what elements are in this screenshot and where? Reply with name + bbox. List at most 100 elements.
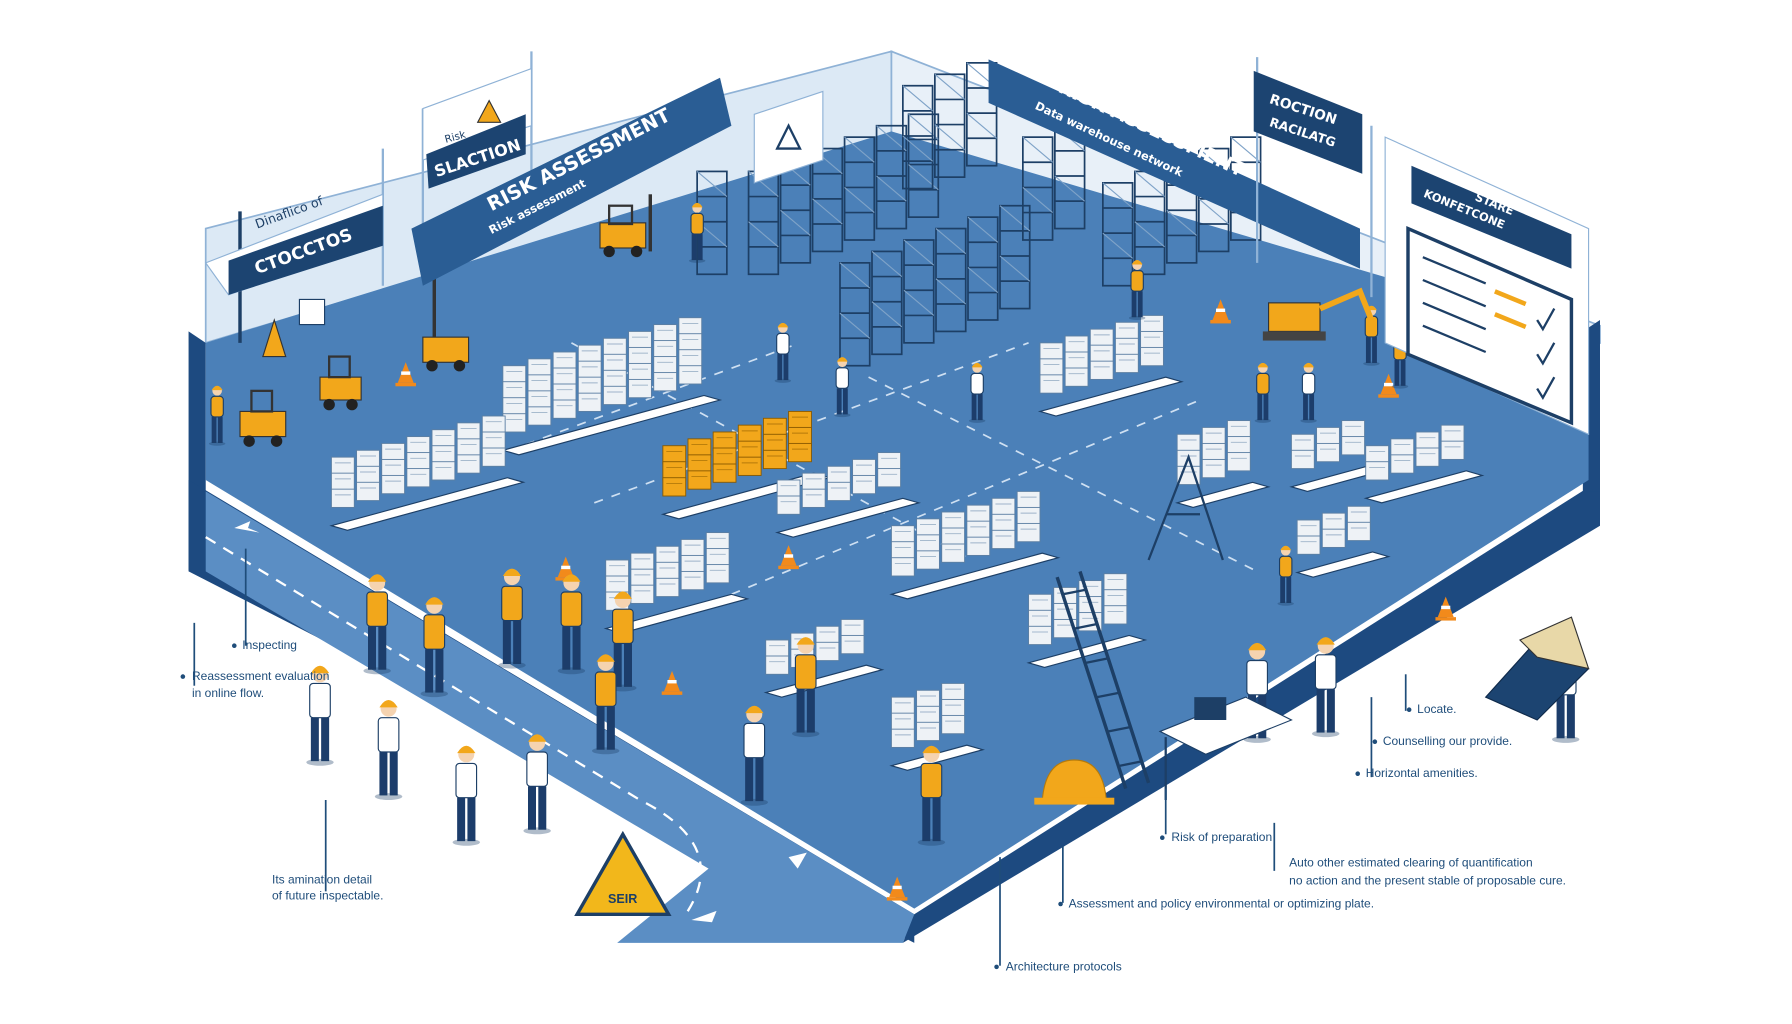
hard-hat-icon (425, 597, 444, 605)
annotation-assessment-policy: Assessment and policy environmental or o… (1069, 896, 1374, 910)
sign-roction: ROCTION RACILATG (1253, 57, 1373, 298)
forklift-icon (239, 389, 287, 447)
worker (498, 568, 526, 669)
hard-hat-icon (836, 357, 848, 362)
worker (523, 734, 551, 835)
workers (208, 202, 1580, 846)
hard-hat-icon (796, 637, 815, 645)
direction-arrow-icon (691, 910, 717, 923)
worker (1312, 637, 1340, 738)
direction-arrow-icon (788, 852, 807, 869)
pallet-stack (763, 618, 885, 698)
annotation-architecture: Architecture protocols (1006, 959, 1122, 973)
hard-hat-icon (310, 665, 330, 674)
worker (592, 654, 620, 755)
hard-hat-icon (1280, 545, 1292, 551)
hard-hat-icon (745, 705, 764, 714)
direction-arrow-icon (234, 521, 260, 533)
hard-hat-icon (1034, 759, 1115, 805)
worker (917, 745, 946, 846)
worker (363, 574, 391, 675)
sign-slaction: Risk SLACTION (421, 51, 533, 275)
hazard-board (753, 90, 824, 184)
traffic-cone-icon (778, 545, 799, 570)
hard-hat-icon (1248, 642, 1267, 651)
hard-hat-icon (777, 322, 789, 328)
worker (374, 700, 403, 800)
pallet-stack (1175, 420, 1271, 509)
pallet-stacks (329, 314, 1485, 771)
traffic-cone-icon (395, 362, 416, 387)
shelving-rack (1021, 124, 1086, 241)
warning-sign: SEIR (574, 830, 672, 916)
annotation-amination-line2: of future inspectable. (272, 888, 383, 902)
annotation-counselling: Counselling our provide. (1383, 734, 1512, 748)
hard-hat-icon (1257, 362, 1269, 368)
ladder (1055, 570, 1151, 790)
annotation-preparation: Risk of preparation (1171, 830, 1272, 844)
worker (834, 357, 851, 418)
parking-sign-icon (298, 298, 326, 326)
pallet-stack (1295, 505, 1391, 578)
forklift-icon (422, 274, 470, 372)
warning-sign-label: SEIR (608, 892, 637, 906)
hard-hat-icon (211, 385, 223, 391)
worker (968, 362, 986, 423)
sign-stare: STARE KONFETCONE (1384, 136, 1590, 436)
hard-hat-icon (457, 745, 476, 754)
worker (557, 574, 586, 675)
worker (1277, 545, 1294, 606)
hard-hat-icon (528, 734, 547, 742)
hard-hat-icon (1131, 260, 1143, 265)
worker (792, 637, 820, 738)
hard-hat-icon (1303, 362, 1315, 368)
worker (740, 705, 768, 806)
warning-triangle-icon (476, 99, 502, 123)
forklift-icon (599, 194, 652, 258)
desk-with-laptop (1158, 696, 1293, 800)
hard-hat-icon (1316, 637, 1335, 645)
worker (306, 665, 334, 766)
hard-hat-icon (971, 362, 983, 368)
shelving-rack (902, 62, 998, 190)
worker (452, 745, 480, 846)
ladder (1147, 453, 1224, 561)
annotation-reassessment-line2: in online flow. (192, 686, 264, 700)
annotation-leader-lines (193, 548, 1407, 966)
shelving-rack (839, 204, 1031, 367)
worker (420, 597, 448, 698)
pallet-stack (1363, 424, 1485, 504)
annotation-auto-other-line2: no action and the present stable of prop… (1289, 874, 1566, 888)
annotation-auto-other: Auto other estimated clearing of quantif… (1289, 855, 1532, 869)
hard-hat-icon (562, 574, 581, 582)
hard-hat-icon (379, 700, 398, 708)
annotations: Inspecting Reassessment evaluation in on… (180, 638, 1566, 973)
worker (208, 385, 226, 446)
hard-hat-icon (368, 574, 387, 582)
annotation-inspecting: Inspecting (242, 638, 297, 652)
forklift-icon (319, 355, 362, 411)
annotation-locate: Locate. (1417, 702, 1456, 716)
laptop-icon (1484, 616, 1590, 721)
worker (1128, 260, 1146, 321)
hard-hat-icon (691, 202, 703, 208)
checklist-board-icon (1406, 225, 1574, 426)
worker (1300, 362, 1317, 423)
traffic-cone-icon (1435, 596, 1456, 621)
warning-triangle-icon (262, 318, 287, 358)
pallet-stack (329, 415, 526, 531)
traffic-cone-icon (661, 670, 683, 695)
hard-hat-icon (502, 568, 522, 576)
annotation-reassessment: Reassessment evaluation (192, 669, 329, 683)
worker (688, 202, 706, 263)
worker (774, 322, 792, 383)
worker (1254, 362, 1272, 423)
pallet-stack (1037, 314, 1184, 417)
laptop-icon (1194, 697, 1227, 720)
warning-triangle-icon (574, 830, 672, 916)
pallet-stack (1289, 420, 1385, 493)
traffic-cone-icon (1210, 299, 1231, 324)
pallet-stack (889, 490, 1061, 600)
hard-hat-icon (613, 591, 632, 599)
